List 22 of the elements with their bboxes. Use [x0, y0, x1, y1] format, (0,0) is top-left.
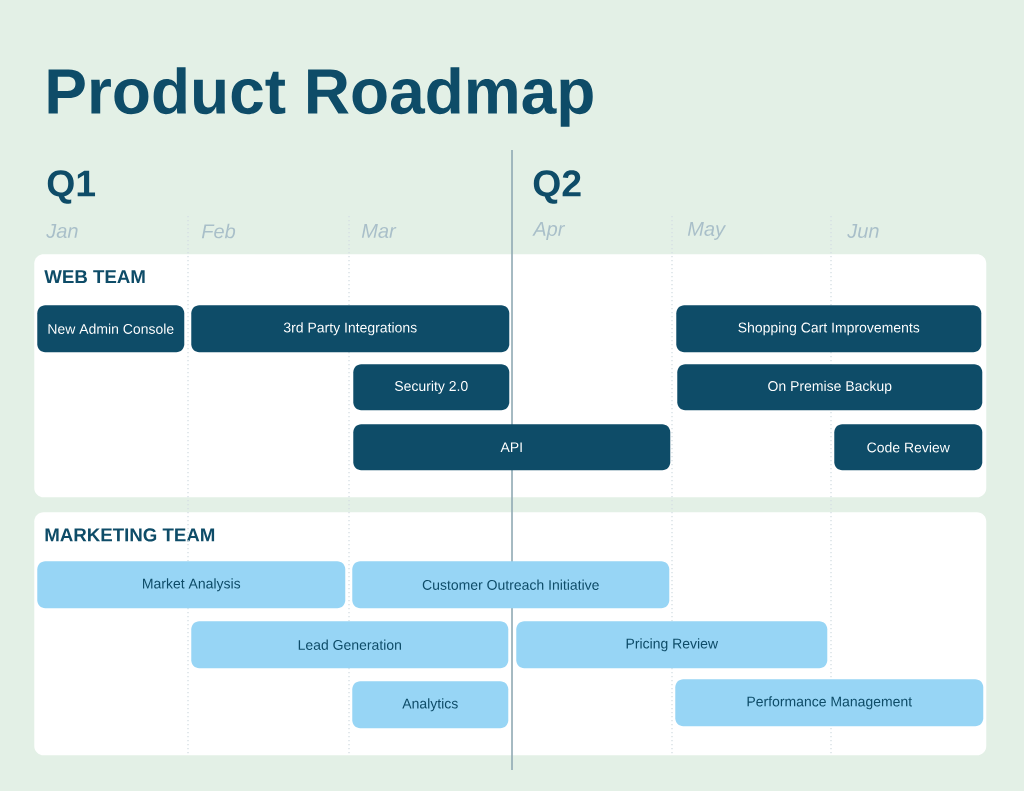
task-bar: Pricing Review [516, 621, 828, 669]
month-label: Apr [532, 222, 566, 240]
quarter-label: Q1 [47, 170, 96, 204]
task-bar: Security 2.0 [353, 364, 510, 411]
month-label: Jun [847, 224, 879, 238]
month-label: Feb [201, 223, 236, 239]
month-label: Mar [361, 224, 397, 238]
task-bar: Performance Management [675, 679, 984, 727]
task-bar: New Admin Console [37, 305, 185, 353]
task-bar: 3rd Party Integrations [191, 305, 510, 353]
month-label: Jan [46, 224, 78, 238]
quarter-label: Q2 [533, 170, 581, 204]
task-bar: Lead Generation [191, 621, 509, 669]
title: Product Roadmap [48, 67, 593, 127]
task-bar: Market Analysis [37, 561, 346, 609]
task-bar: Shopping Cart Improvements [676, 305, 982, 353]
task-bar: On Premise Backup [677, 364, 983, 411]
task-bar: Code Review [834, 424, 983, 471]
task-bar: Analytics [352, 681, 509, 729]
task-bar: Customer Outreach Initiative [352, 561, 670, 609]
task-bar: API [353, 424, 671, 471]
month-label: May [687, 222, 727, 240]
